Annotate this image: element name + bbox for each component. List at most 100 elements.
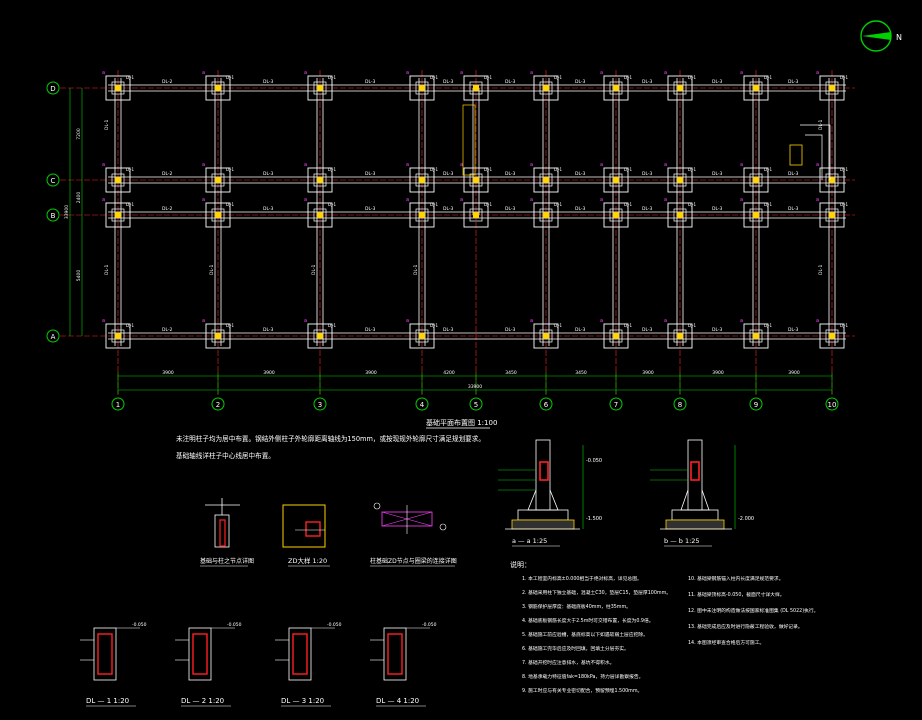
footing-label: DJ-1 (126, 75, 135, 80)
footing: DJ-1a (600, 70, 633, 101)
beam-label: DL-3 (788, 206, 799, 212)
axis-bubble-col (415, 397, 429, 411)
section-mark: a (664, 197, 667, 203)
axis-bubble-col (609, 397, 623, 411)
footing-label: DJ-1 (226, 323, 235, 328)
footing-label: DJ-1 (226, 75, 235, 80)
footing: DJ-1 a (460, 197, 493, 228)
note-right: 10. 基础梁钢筋锚入柱内长度满足规范要求。 (688, 575, 784, 582)
section-aa: -0.050 -1.500 a — a 1:25 (498, 439, 602, 547)
beam-section-4: -0.050 DL — 4 1:20 (370, 622, 437, 707)
axis-label-row: B (51, 212, 56, 220)
footing: DJ-1a (202, 162, 235, 193)
dim-text-bottom: 3900 (365, 370, 377, 376)
detail-zd-ringbeam-title: 柱基础ZD节点与圈梁的连接详图 (370, 557, 457, 565)
footing-label: DJ-1 (484, 75, 493, 80)
beam-label: DL-3 (788, 79, 799, 85)
footing: DJ-1a (600, 318, 633, 349)
dim-text-bottom: 3900 (712, 370, 724, 376)
footing: DJ-1a (202, 197, 235, 228)
footing: DJ-1a (304, 162, 337, 193)
beam-label: DL-3 (642, 206, 653, 212)
footing-label: DJ-1 (328, 167, 337, 172)
section-mark: a (102, 162, 105, 168)
beam-level: -0.050 (422, 622, 437, 628)
footing-label: DJ-1 (554, 202, 563, 207)
axis-label-col: 6 (544, 401, 549, 409)
footing: DJ-1a (304, 70, 337, 101)
footing: DJ-1a (530, 70, 563, 101)
footing-label: DJ-1 (688, 202, 697, 207)
beam-label-vertical: DL-1 (209, 264, 215, 275)
footing: DJ-1a (406, 197, 439, 228)
beam-level: -0.050 (227, 622, 242, 628)
beam-label: DL-3 (505, 79, 516, 85)
section-aa-title: a — a 1:25 (512, 537, 547, 545)
axis-bubble-col (539, 397, 553, 411)
beam-label: DL-3 (575, 171, 586, 177)
section-mark: a (740, 197, 743, 203)
dim-text-bottom: 4200 (443, 370, 455, 376)
footing-label: DJ-1 (126, 167, 135, 172)
footing: DJ-1a (664, 70, 697, 101)
footing-label: DJ-1 (624, 167, 633, 172)
footing: DJ-1a (304, 318, 337, 349)
footing: DJ-1a (740, 162, 773, 193)
beam-level: -0.050 (132, 622, 147, 628)
beam-label: DL-3 (642, 171, 653, 177)
section-mark: a (460, 70, 463, 76)
section-mark: a (202, 318, 205, 324)
footing: DJ-1a (202, 70, 235, 101)
beam-label: DL-3 (365, 79, 376, 85)
section-mark: a (304, 318, 307, 324)
section-mark: a (530, 318, 533, 324)
section-mark: a (740, 162, 743, 168)
footing-label: DJ-1 (328, 202, 337, 207)
axis-label-col: 3 (318, 401, 322, 409)
footing: DJ-1a (816, 162, 849, 193)
axis-label-col: 8 (678, 401, 682, 409)
note-right: 14. 本图须经审查合格后方可施工。 (688, 639, 764, 646)
footing: DJ-1 a (460, 70, 493, 101)
footing-label: DJ-1 (484, 167, 493, 172)
stair-box (462, 104, 476, 176)
axis-bubble-col (313, 397, 327, 411)
footing: DJ-1a (816, 197, 849, 228)
beam-label: DL-2 (162, 327, 173, 333)
beam-label: DL-3 (443, 206, 454, 212)
beam-label: DL-3 (788, 171, 799, 177)
beam-label: DL-3 (263, 171, 274, 177)
axis-bubble-col (825, 397, 839, 411)
footing: DJ-1 a (530, 318, 563, 349)
section-mark: a (816, 162, 819, 168)
footing-label: DJ-1 (430, 323, 439, 328)
axis-label-col: 10 (828, 401, 837, 409)
footing-label: DJ-1 (484, 202, 493, 207)
beam-label: DL-2 (162, 206, 173, 212)
section-mark: a (600, 70, 603, 76)
footing-label: DJ-1 (554, 323, 563, 328)
detail-column-joint: 基础与柱之节点详图 (200, 498, 254, 567)
beam-label: DL-3 (443, 327, 454, 333)
section-mark: a (664, 162, 667, 168)
footing-label: DJ-1 (430, 167, 439, 172)
axis-bubble-row (46, 329, 60, 343)
footing: DJ-1a (102, 197, 135, 228)
section-mark: a (460, 197, 463, 203)
beam-title: DL — 4 1:20 (376, 697, 419, 705)
section-bb-level: -2.000 (738, 516, 754, 522)
beam-label: DL-3 (505, 206, 516, 212)
section-mark: a (600, 318, 603, 324)
axis-bubble-row (46, 81, 60, 95)
north-arrow: N (860, 20, 902, 52)
beam-label: DL-3 (575, 79, 586, 85)
beam-label: DL-3 (712, 79, 723, 85)
dim-text-bottom: 3900 (162, 370, 174, 376)
footing: DJ-1a (816, 318, 849, 349)
note-left: 1. 本工程室内标高±0.000相当于绝对标高，详见总图。 (522, 575, 642, 582)
footing: DJ-1a (102, 318, 135, 349)
dim-text-left: 2400 (76, 192, 82, 204)
axis-bubble-col (211, 397, 225, 411)
